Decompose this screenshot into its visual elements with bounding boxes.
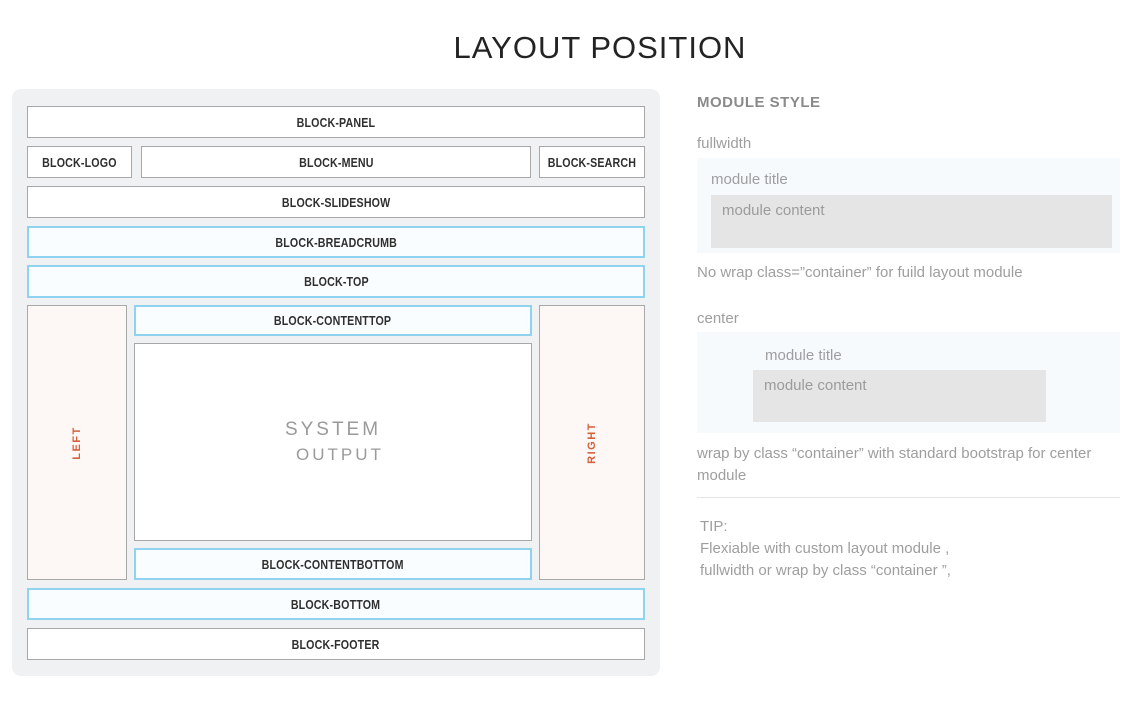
system-output-line1: SYSTEM [284, 419, 382, 440]
block-menu: BLOCK-MENU [141, 146, 531, 178]
block-footer-label: BLOCK-FOOTER [292, 636, 380, 652]
block-contenttop-label: BLOCK-CONTENTTOP [274, 313, 392, 328]
fullwidth-module-title: module title [711, 171, 788, 188]
center-label: center [697, 310, 739, 327]
block-contenttop: BLOCK-CONTENTTOP [134, 305, 532, 336]
fullwidth-module-preview: module title module content [697, 158, 1120, 253]
center-caption: wrap by class “container” with standard … [697, 445, 1092, 484]
left-column-label: LEFT [71, 425, 83, 460]
fullwidth-module-content: module content [711, 195, 1112, 248]
layout-diagram: BLOCK-PANEL BLOCK-LOGO BLOCK-MENU BLOCK-… [12, 89, 660, 676]
tip-line-1: Flexiable with custom layout module , [700, 540, 950, 557]
block-panel-label: BLOCK-PANEL [296, 114, 376, 130]
center-module-content: module content [753, 370, 1046, 422]
block-top-label: BLOCK-TOP [303, 274, 369, 289]
fullwidth-caption: No wrap class=”container” for fuild layo… [697, 264, 1023, 281]
block-slideshow-label: BLOCK-SLIDESHOW [281, 194, 391, 210]
tip-divider [697, 497, 1120, 498]
block-footer: BLOCK-FOOTER [27, 628, 645, 660]
center-module-title: module title [765, 347, 842, 364]
block-contentbottom-label: BLOCK-CONTENTBOTTOM [261, 556, 405, 572]
block-panel: BLOCK-PANEL [27, 106, 645, 138]
module-style-heading: MODULE STYLE [697, 94, 821, 111]
block-search-label: BLOCK-SEARCH [547, 154, 637, 170]
tip-heading: TIP: [700, 518, 728, 535]
system-output-line2: OUTPUT [296, 445, 384, 464]
block-logo-label: BLOCK-LOGO [42, 154, 117, 170]
tip-line-2: fullwidth or wrap by class “container ”, [700, 562, 951, 579]
right-column: RIGHT [539, 305, 645, 580]
block-slideshow: BLOCK-SLIDESHOW [27, 186, 645, 218]
system-output-block: SYSTEM OUTPUT [134, 343, 532, 541]
block-bottom: BLOCK-BOTTOM [27, 588, 645, 620]
fullwidth-label: fullwidth [697, 135, 752, 152]
block-top: BLOCK-TOP [27, 265, 645, 298]
block-bottom-label: BLOCK-BOTTOM [291, 596, 381, 612]
block-logo: BLOCK-LOGO [27, 146, 132, 178]
block-menu-label: BLOCK-MENU [298, 154, 374, 170]
block-search: BLOCK-SEARCH [539, 146, 645, 178]
block-breadcrumb: BLOCK-BREADCRUMB [27, 226, 645, 258]
block-breadcrumb-label: BLOCK-BREADCRUMB [275, 234, 397, 250]
center-module-preview: module title module content [697, 332, 1120, 433]
block-contentbottom: BLOCK-CONTENTBOTTOM [134, 548, 532, 580]
page-title: LAYOUT POSITION [453, 30, 747, 65]
left-column: LEFT [27, 305, 127, 580]
right-column-label: RIGHT [585, 421, 598, 464]
